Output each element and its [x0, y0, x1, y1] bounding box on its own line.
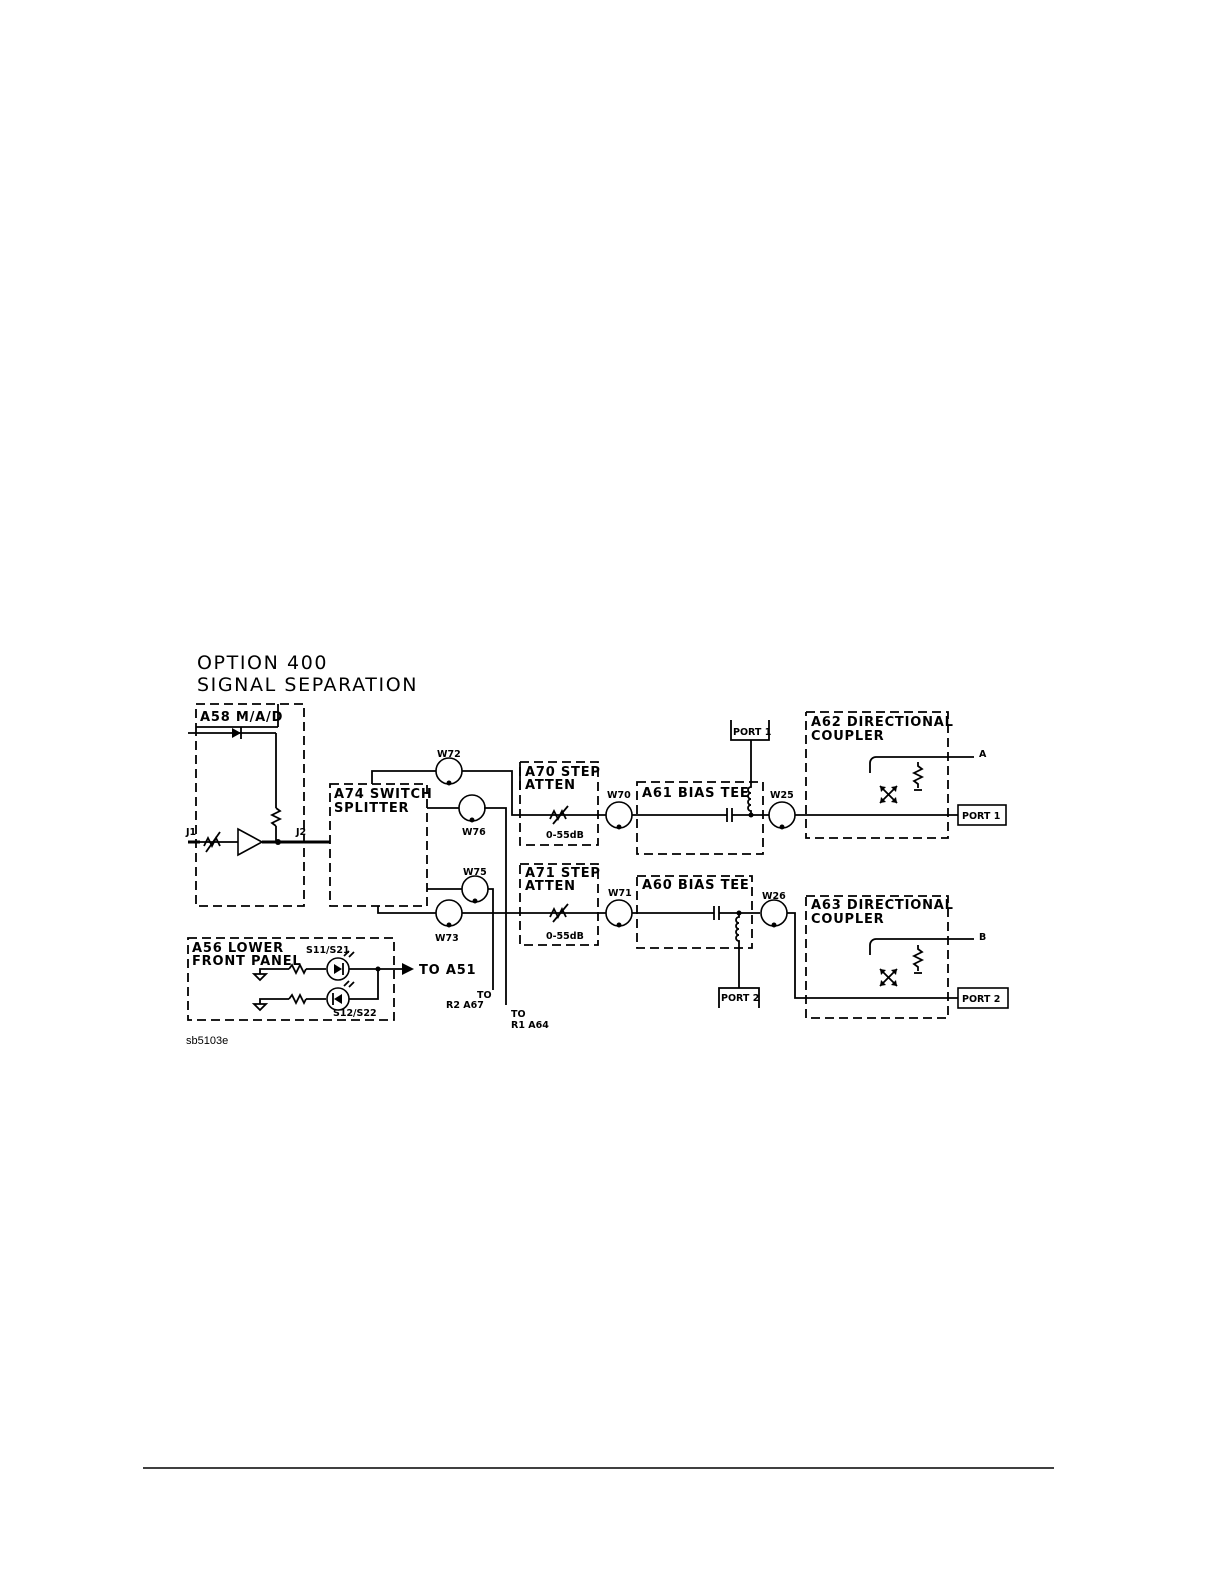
resistor-icon — [288, 992, 307, 1006]
w72-cable-icon — [435, 757, 463, 785]
a63-label-line2: COUPLER — [811, 912, 884, 927]
port1-bias-label: PORT 1 — [733, 727, 771, 738]
termination-resistor-icon — [911, 945, 925, 971]
s12-s22-label: S12/S22 — [333, 1008, 377, 1019]
w72-label: W72 — [437, 749, 461, 760]
ground-icon — [251, 973, 269, 982]
a62-block: A62 DIRECTIONAL COUPLER A — [805, 711, 987, 839]
a70-range-label: 0-55dB — [546, 830, 584, 841]
w75-cable-icon — [461, 875, 489, 903]
a61-label: A61 BIAS TEE — [642, 786, 750, 801]
coupled-arm — [869, 938, 974, 955]
w26-cable-icon — [760, 899, 788, 927]
a56-block: A56 LOWER FRONT PANEL S11/S21 S12/S22 TO… — [187, 937, 476, 1021]
w26-label: W26 — [762, 891, 786, 902]
a58-label: A58 M/A/D — [200, 710, 283, 725]
variable-attenuator-icon — [203, 835, 221, 849]
to-r2-label-line2: R2 A67 — [446, 1000, 484, 1011]
a58-block: A58 M/A/D J1 J2 — [185, 703, 330, 907]
diagram-title-line1: OPTION 400 — [197, 652, 328, 674]
diagram-title-line2: SIGNAL SEPARATION — [197, 674, 418, 696]
w73-cable-icon — [435, 899, 463, 927]
a62-label-line1: A62 DIRECTIONAL — [811, 715, 954, 730]
port1-bias-tag: PORT 1 — [730, 720, 771, 741]
a71-range-label: 0-55dB — [546, 931, 584, 942]
resistor-icon — [269, 807, 283, 827]
port1-output-tag: PORT 1 — [957, 804, 1007, 826]
a70-label-line1: A70 STEP — [525, 765, 601, 780]
s11-s21-label: S11/S21 — [306, 945, 350, 956]
figure-id-caption: sb5103e — [186, 1035, 228, 1047]
to-a51-arrow-icon — [402, 963, 414, 975]
port2-bias-label: PORT 2 — [721, 993, 759, 1004]
w25-cable-icon — [768, 801, 796, 829]
a63-label-line1: A63 DIRECTIONAL — [811, 898, 954, 913]
j1-label: J1 — [185, 827, 196, 838]
port2-bias-tag: PORT 2 — [718, 987, 760, 1008]
output-a-label: A — [979, 749, 987, 760]
a74-label-line1: A74 SWITCH — [334, 787, 433, 802]
w25-label: W25 — [770, 790, 794, 801]
coupler-cross-icon — [879, 785, 898, 804]
coupled-arm — [869, 756, 974, 773]
ground-icon — [251, 1003, 269, 1012]
w71-cable-icon — [605, 899, 633, 927]
a60-block: A60 BIAS TEE — [632, 875, 760, 988]
output-b-label: B — [979, 932, 986, 943]
w70-cable-icon — [605, 801, 633, 829]
w76-label: W76 — [462, 827, 486, 838]
coupler-cross-icon — [879, 968, 898, 987]
w76-cable-icon — [458, 794, 486, 822]
resistor-icon — [288, 962, 307, 976]
port2-output-tag: PORT 2 — [957, 987, 1009, 1009]
port2-output-label: PORT 2 — [962, 994, 1000, 1005]
to-a51-label: TO A51 — [419, 963, 476, 978]
w71-label: W71 — [608, 888, 632, 899]
a74-label-line2: SPLITTER — [334, 801, 409, 816]
a70-label-line2: ATTEN — [525, 778, 576, 793]
w75-label: W75 — [463, 867, 487, 878]
cable-network: W72 W76 W75 W73 TO R2 A67 TO R1 A64 — [371, 749, 549, 1031]
a74-block: A74 SWITCH SPLITTER — [329, 783, 433, 907]
a62-label-line2: COUPLER — [811, 729, 884, 744]
a71-label-line2: ATTEN — [525, 879, 576, 894]
detector-diode-icon — [232, 728, 241, 738]
a60-label: A60 BIAS TEE — [642, 878, 750, 893]
a63-block: A63 DIRECTIONAL COUPLER B — [805, 895, 986, 1019]
bias-inductor-icon — [735, 913, 740, 945]
w70-label: W70 — [607, 790, 631, 801]
a56-label-line1: A56 LOWER — [192, 941, 284, 956]
amplifier-icon — [237, 827, 264, 857]
to-r1-label-line1: TO — [511, 1009, 526, 1020]
to-r1-label-line2: R1 A64 — [511, 1020, 549, 1031]
to-r2-label-line1: TO — [477, 990, 492, 1001]
port1-output-label: PORT 1 — [962, 811, 1000, 822]
termination-resistor-icon — [911, 762, 925, 788]
a61-block: A61 BIAS TEE — [632, 740, 770, 855]
j2-label: J2 — [295, 827, 306, 838]
a56-label-line2: FRONT PANEL — [192, 954, 301, 969]
a71-block: A71 STEP ATTEN 0-55dB — [519, 863, 606, 946]
a70-block: A70 STEP ATTEN 0-55dB — [519, 761, 606, 846]
a71-label-line1: A71 STEP — [525, 866, 601, 881]
bias-inductor-icon — [747, 783, 752, 815]
w73-label: W73 — [435, 933, 459, 944]
